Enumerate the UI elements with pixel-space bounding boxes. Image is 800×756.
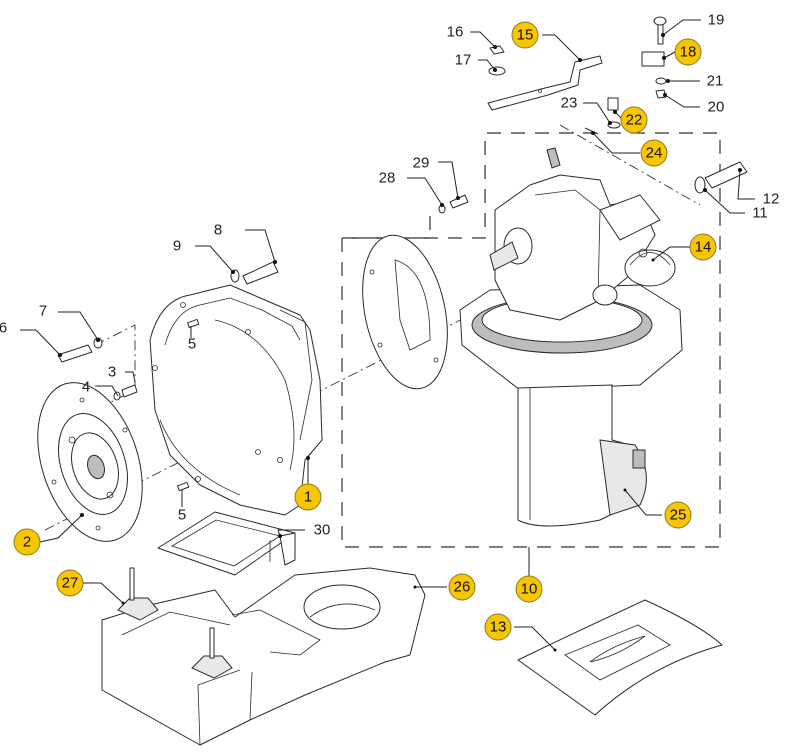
part-15-bracket <box>487 55 603 111</box>
part-27-engine-mount-rear <box>117 567 159 621</box>
assembly-boundary-drive-unit <box>341 132 721 548</box>
callout-27[interactable]: 27 <box>56 569 84 597</box>
callout-2[interactable]: 2 <box>13 528 41 556</box>
leader-lines <box>20 19 755 651</box>
part-1-flywheel-housing <box>149 284 323 516</box>
callout-14[interactable]: 14 <box>689 233 717 261</box>
part-4-washer <box>113 391 121 401</box>
leader-dots <box>58 33 742 652</box>
callout-2-label: 2 <box>23 534 31 551</box>
callout-27-label: 27 <box>62 575 79 592</box>
adapter-gasket <box>362 234 448 390</box>
label-20[interactable]: 20 <box>708 99 725 116</box>
part-16-nut <box>489 45 505 55</box>
part-18-clamp <box>641 51 665 67</box>
part-12-bolt <box>704 161 748 189</box>
part-22-plug <box>607 97 619 111</box>
label-12[interactable]: 12 <box>763 191 780 208</box>
part-6-bolt <box>57 344 93 363</box>
part-8-bolt <box>242 261 279 285</box>
label-19[interactable]: 19 <box>708 12 725 29</box>
label-6[interactable]: 6 <box>0 320 7 337</box>
part-27-engine-mount-front <box>191 627 233 679</box>
label-16[interactable]: 16 <box>447 24 464 41</box>
part-2-coupling-disc <box>37 382 143 542</box>
callout-26[interactable]: 26 <box>448 573 476 601</box>
label-23[interactable]: 23 <box>561 95 578 112</box>
callout-25[interactable]: 25 <box>664 501 692 529</box>
callout-10-label: 10 <box>521 581 538 598</box>
label-30[interactable]: 30 <box>314 522 331 539</box>
label-8[interactable]: 8 <box>214 222 222 239</box>
part-5-dowel-pin-upper <box>187 318 200 329</box>
part-5-dowel-pin-lower <box>177 481 190 492</box>
callout-15[interactable]: 15 <box>511 21 539 49</box>
label-5-lower[interactable]: 5 <box>178 507 186 524</box>
label-29[interactable]: 29 <box>413 155 430 172</box>
label-7[interactable]: 7 <box>39 303 47 320</box>
label-21[interactable]: 21 <box>707 73 724 90</box>
callout-26-label: 26 <box>454 579 471 596</box>
label-11[interactable]: 11 <box>752 205 768 222</box>
label-4[interactable]: 4 <box>82 379 90 396</box>
callout-24-label: 24 <box>646 145 663 162</box>
callout-10[interactable]: 10 <box>515 575 543 603</box>
callout-25-label: 25 <box>670 507 687 524</box>
callout-1[interactable]: 1 <box>294 483 322 511</box>
part-3-bolt <box>121 384 138 398</box>
callout-13[interactable]: 13 <box>484 613 512 641</box>
callout-24[interactable]: 24 <box>640 139 668 167</box>
part-17-washer <box>488 66 506 76</box>
callout-1-label: 1 <box>304 489 312 506</box>
callout-22-label: 22 <box>626 112 643 129</box>
part-29-bolt <box>449 194 469 209</box>
part-30-support-frame <box>157 511 296 576</box>
label-5-upper[interactable]: 5 <box>188 336 196 353</box>
part-13-hull-seal-plate <box>517 599 723 716</box>
label-9[interactable]: 9 <box>173 238 181 255</box>
callout-15-label: 15 <box>517 27 534 44</box>
callout-22[interactable]: 22 <box>620 106 648 134</box>
part-11-washer <box>694 176 706 194</box>
part-26-engine-bed <box>101 567 426 746</box>
label-17[interactable]: 17 <box>455 52 472 69</box>
callout-14-label: 14 <box>695 239 712 256</box>
part-10-drive-unit <box>459 147 683 527</box>
part-24-pin <box>584 127 599 135</box>
label-28[interactable]: 28 <box>379 170 396 187</box>
hardware-parts <box>57 16 748 492</box>
part-21-washer <box>655 77 667 85</box>
callout-18-label: 18 <box>680 44 697 61</box>
callout-18[interactable]: 18 <box>674 38 702 66</box>
label-3[interactable]: 3 <box>108 364 116 381</box>
callout-13-label: 13 <box>490 619 507 636</box>
